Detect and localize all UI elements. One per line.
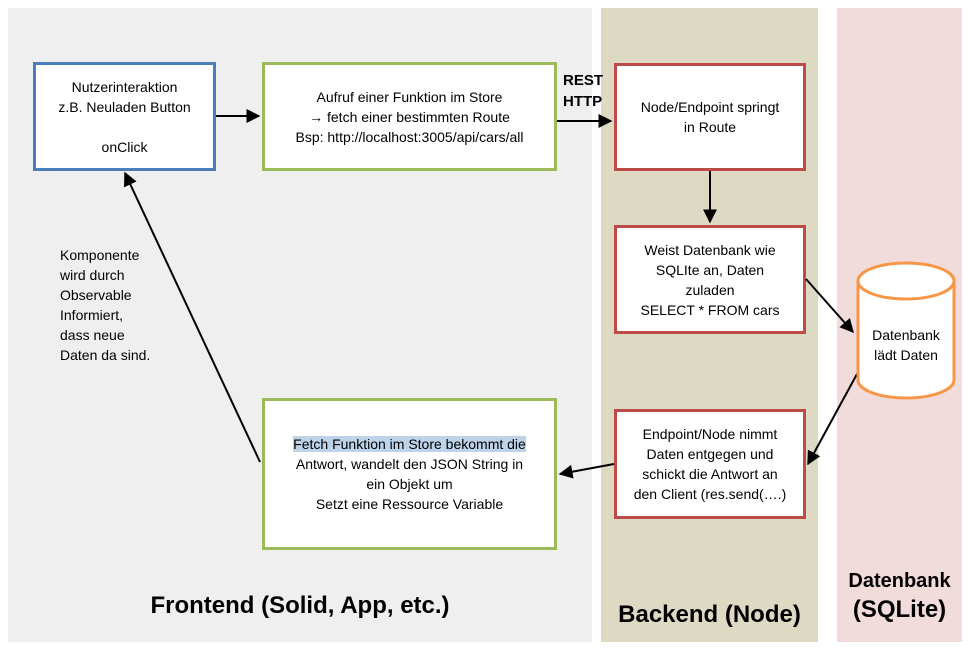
note-line-1: Komponente — [60, 247, 140, 263]
sqlite-box-line-3: zuladen — [685, 281, 735, 298]
sqlite-box-line-2: SQLIte an, Daten — [655, 261, 765, 278]
fetch-box-line-2: Antwort, wandelt den JSON String in — [295, 456, 524, 472]
database-label-line-1: Datenbank — [872, 327, 940, 343]
user-box-line-2: z.B. Neuladen Button — [58, 98, 191, 115]
note-line-3: Observable — [60, 287, 132, 303]
note-line-4: Informiert, — [60, 307, 124, 323]
note-line-6: Daten da sind. — [60, 347, 151, 363]
node-box-line-2: in Route — [683, 119, 737, 135]
database-title-line-1: Datenbank — [848, 570, 951, 592]
database-query-box: Weist Datenbank wie SQLIte an, Daten zul… — [614, 225, 806, 334]
observable-note: Komponente wird durch Observable Informi… — [60, 245, 190, 365]
fetch-box-line-4: Setzt eine Ressource Variable — [315, 496, 504, 512]
database-title: Datenbank (SQLite) — [837, 568, 962, 626]
database-label: Datenbank lädt Daten — [858, 325, 954, 365]
response-box-line-1: Endpoint/Node nimmt — [642, 426, 778, 442]
response-box-line-2: Daten entgegen und — [646, 446, 774, 462]
protocol-label: REST HTTP — [563, 70, 603, 112]
store-box-line-2: → fetch einer bestimmten Route — [309, 108, 510, 125]
arrow-response-to-fetch — [558, 463, 615, 479]
node-box-line-1: Node/Endpoint springt — [640, 99, 780, 115]
database-cylinder-icon — [856, 261, 956, 400]
node-endpoint-box: Node/Endpoint springt in Route — [614, 63, 806, 171]
endpoint-response-box: Endpoint/Node nimmt Daten entgegen und s… — [614, 409, 806, 519]
response-box-line-3: schickt die Antwort an — [642, 466, 778, 482]
fetch-box-line-3: ein Objekt um — [366, 476, 453, 492]
store-box-line-1: Aufruf einer Funktion im Store — [316, 88, 503, 105]
protocol-http: HTTP — [563, 93, 603, 110]
frontend-title: Frontend (Solid, App, etc.) — [150, 592, 450, 619]
user-interaction-box: Nutzerinteraktion z.B. Neuladen Button o… — [33, 62, 216, 171]
arrow-query-to-database — [805, 278, 854, 334]
store-call-box: Aufruf einer Funktion im Store → fetch e… — [262, 62, 557, 171]
response-box-line-4: den Client (res.send(….) — [633, 486, 787, 502]
sqlite-box-line-1: Weist Datenbank wie — [644, 241, 776, 258]
sqlite-box-line-4: SELECT * FROM cars — [640, 301, 780, 318]
note-line-5: dass neue — [60, 327, 125, 343]
user-box-line-1: Nutzerinteraktion — [71, 78, 178, 95]
arrow-fetch-to-user — [123, 171, 261, 463]
database-label-line-2: lädt Daten — [874, 347, 938, 363]
arrow-database-to-response — [807, 373, 858, 466]
fetch-response-box: Fetch Funktion im Store bekommt die Antw… — [262, 398, 557, 550]
database-title-line-2: (SQLite) — [852, 596, 947, 623]
backend-title: Backend (Node) — [618, 601, 801, 628]
note-line-2: wird durch — [60, 267, 125, 283]
store-box-line-3: Bsp: http://localhost:3005/api/cars/all — [295, 128, 524, 145]
protocol-rest: REST — [563, 72, 604, 89]
user-box-line-4: onClick — [101, 138, 148, 155]
fetch-box-highlighted-line: Fetch Funktion im Store bekommt die — [293, 436, 526, 452]
